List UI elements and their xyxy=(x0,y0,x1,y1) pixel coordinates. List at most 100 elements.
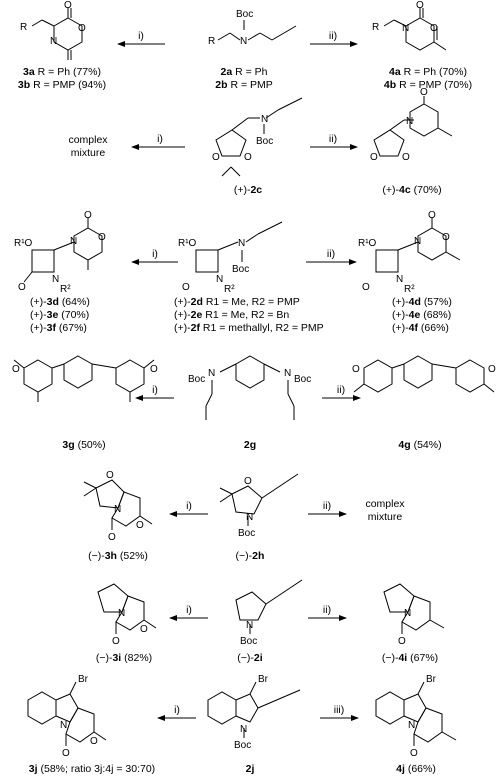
svg-text:O: O xyxy=(416,0,424,11)
svg-text:N: N xyxy=(118,608,125,619)
svg-text:O: O xyxy=(18,282,26,293)
svg-text:N: N xyxy=(246,620,253,631)
svg-text:N: N xyxy=(404,608,411,619)
label-4j: 4j (66%) xyxy=(396,763,436,775)
structure-3i: N O O xyxy=(97,583,157,647)
svg-text:N: N xyxy=(238,238,245,249)
svg-text:O: O xyxy=(112,636,120,647)
svg-text:N: N xyxy=(60,720,67,731)
label-2e: (+)-2e R1 = Me, R2 = Bn xyxy=(174,309,290,321)
svg-text:O: O xyxy=(402,152,410,163)
reagent-label-row3-left: i) xyxy=(152,248,158,260)
label-4c: (+)-4c (70%) xyxy=(382,184,442,196)
label-4g: 4g (54%) xyxy=(398,439,442,451)
svg-text:O: O xyxy=(106,470,114,481)
atom-o-ring: O xyxy=(78,23,86,34)
svg-text:O: O xyxy=(150,364,158,375)
atom-o-carbonyl: O xyxy=(64,0,72,11)
svg-text:N: N xyxy=(114,504,121,515)
svg-text:R¹O: R¹O xyxy=(178,238,197,249)
label-2f: (+)-2f R1 = methallyl, R2 = PMP xyxy=(174,322,324,334)
reaction-arrows xyxy=(117,41,361,721)
svg-text:O: O xyxy=(98,232,106,243)
structure-4j: Br N O xyxy=(375,674,457,759)
label-3e: (+)-3e (70%) xyxy=(30,309,90,321)
svg-text:N: N xyxy=(402,23,409,34)
svg-text:Br: Br xyxy=(78,674,89,685)
label-4a: 4a R = Ph (70%) xyxy=(389,66,467,78)
structure-2h: O N Boc xyxy=(219,473,299,539)
svg-text:O: O xyxy=(212,152,220,163)
structure-4i: N O xyxy=(383,583,445,647)
label-3i: (−)-3i (82%) xyxy=(95,652,153,664)
atom-n: N xyxy=(50,36,57,47)
svg-text:N: N xyxy=(408,720,415,731)
svg-text:N: N xyxy=(240,724,247,735)
svg-text:O: O xyxy=(410,748,418,759)
structure-3a-3b: O O N R xyxy=(20,0,86,60)
svg-text:Br: Br xyxy=(258,674,269,685)
svg-text:O: O xyxy=(398,636,406,647)
label-3d: (+)-3d (64%) xyxy=(30,296,90,308)
svg-text:N: N xyxy=(396,274,403,285)
svg-text:Boc: Boc xyxy=(236,9,253,20)
label-3b: 3b R = PMP (94%) xyxy=(17,79,107,91)
svg-text:O: O xyxy=(430,23,438,34)
label-3g: 3g (50%) xyxy=(62,439,106,451)
label-2h: (−)-2h xyxy=(235,550,265,562)
structure-2i: N Boc xyxy=(235,579,303,647)
structure-2c: O O N Boc xyxy=(212,97,303,177)
svg-text:R¹O: R¹O xyxy=(358,238,377,249)
svg-text:N: N xyxy=(216,274,223,285)
atom-r: R xyxy=(20,22,27,33)
svg-text:O: O xyxy=(362,282,370,293)
svg-text:N: N xyxy=(70,236,77,247)
reagent-label-row5-right: ii) xyxy=(322,500,332,512)
svg-text:O: O xyxy=(108,532,116,543)
svg-text:O: O xyxy=(370,152,378,163)
reagent-label-row2-right: ii) xyxy=(328,133,338,145)
structure-4g: O O xyxy=(352,355,496,393)
svg-text:N: N xyxy=(240,36,247,47)
reagent-label-row6-right: ii) xyxy=(322,604,332,616)
svg-text:O: O xyxy=(136,520,144,531)
label-3h: (−)-3h (52%) xyxy=(88,550,148,562)
svg-text:R²: R² xyxy=(404,284,415,295)
label-2d: (+)-2d R1 = Me, R2 = PMP xyxy=(174,296,300,308)
label-4e: (+)-4e (68%) xyxy=(392,309,452,321)
svg-text:N: N xyxy=(414,236,421,247)
svg-text:N: N xyxy=(208,368,215,379)
svg-text:O: O xyxy=(90,736,98,747)
reagent-label-row2-left: i) xyxy=(157,133,163,145)
svg-text:Br: Br xyxy=(426,674,437,685)
structure-2g: Boc N N Boc xyxy=(188,355,311,420)
svg-text:O: O xyxy=(244,476,252,487)
svg-text:Boc: Boc xyxy=(188,374,205,385)
svg-text:R²: R² xyxy=(224,284,235,295)
label-4i: (−)-4i (67%) xyxy=(381,652,439,664)
svg-text:O: O xyxy=(352,364,360,375)
label-2c: (+)-2c xyxy=(233,184,263,196)
label-2j: 2j xyxy=(245,763,255,775)
svg-text:O: O xyxy=(140,624,148,635)
structure-3d-3f: R¹O N R² N O O O xyxy=(14,210,106,295)
svg-text:O: O xyxy=(182,282,190,293)
svg-text:R: R xyxy=(208,36,215,47)
label-3a: 3a R = Ph (77%) xyxy=(23,66,101,78)
reagent-label-row6-left: i) xyxy=(186,604,192,616)
reagent-label-row1-left: i) xyxy=(138,30,144,42)
svg-text:O: O xyxy=(420,87,428,98)
label-4f: (+)-4f (66%) xyxy=(392,322,449,334)
structure-4d-4f: R¹O N R² N O O O xyxy=(358,210,461,295)
svg-text:Boc: Boc xyxy=(232,264,249,275)
svg-text:O: O xyxy=(244,152,252,163)
reagent-label-row4-left: i) xyxy=(152,384,158,396)
structure-4a-4b: O O N R xyxy=(372,0,447,51)
reagent-label-row3-right: ii) xyxy=(326,248,336,260)
structure-2j: Br N Boc xyxy=(207,674,301,751)
svg-text:Boc: Boc xyxy=(238,528,255,539)
label-3f: (+)-3f (67%) xyxy=(30,322,87,334)
label-2g: 2g xyxy=(243,439,257,451)
